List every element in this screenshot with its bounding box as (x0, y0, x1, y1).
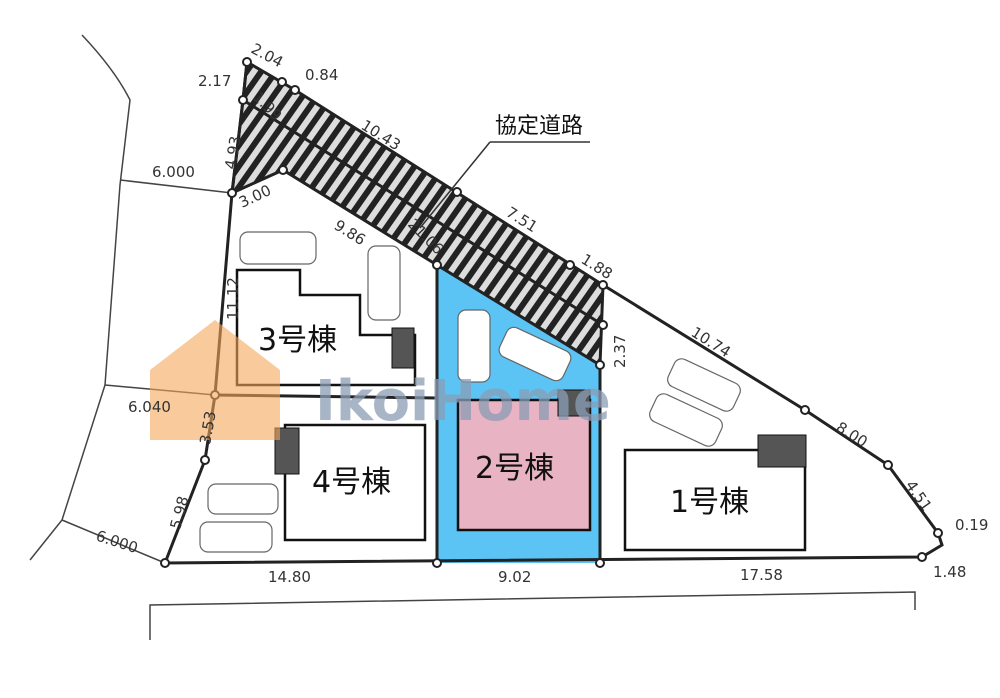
svg-text:6.040: 6.040 (128, 398, 171, 416)
svg-text:2.17: 2.17 (198, 72, 231, 90)
svg-text:4.51: 4.51 (902, 477, 936, 515)
parking-cars (199, 231, 741, 553)
stair-icons (274, 327, 807, 475)
building-3-label: 3号棟 (258, 323, 337, 358)
svg-text:3.53: 3.53 (196, 410, 220, 446)
building-1-label: 1号棟 (670, 485, 749, 520)
svg-text:2.37: 2.37 (611, 335, 629, 368)
watermark-logo: IkoiHome (150, 320, 611, 440)
building-2 (456, 398, 592, 532)
svg-text:10.74: 10.74 (688, 323, 734, 361)
building-4 (283, 423, 427, 542)
adjacent-boundaries (29, 34, 916, 640)
building-2-label: 2号棟 (475, 451, 554, 486)
svg-text:8.00: 8.00 (833, 418, 871, 451)
svg-text:0.19: 0.19 (955, 516, 988, 534)
svg-text:1.48: 1.48 (933, 563, 966, 581)
road-label: 協定道路 (495, 114, 583, 139)
svg-text:11.12: 11.12 (224, 277, 242, 320)
svg-text:0.84: 0.84 (305, 66, 338, 84)
svg-text:17.58: 17.58 (740, 566, 783, 584)
svg-text:9.02: 9.02 (498, 568, 531, 586)
svg-text:5.98: 5.98 (166, 494, 192, 531)
watermark-text: IkoiHome (315, 369, 611, 434)
svg-text:4.93: 4.93 (221, 135, 245, 171)
building-4-label: 4号棟 (312, 465, 391, 500)
svg-text:14.80: 14.80 (268, 568, 311, 586)
svg-text:6.000: 6.000 (94, 527, 140, 557)
building-3 (235, 268, 417, 387)
svg-text:6.000: 6.000 (152, 163, 195, 181)
